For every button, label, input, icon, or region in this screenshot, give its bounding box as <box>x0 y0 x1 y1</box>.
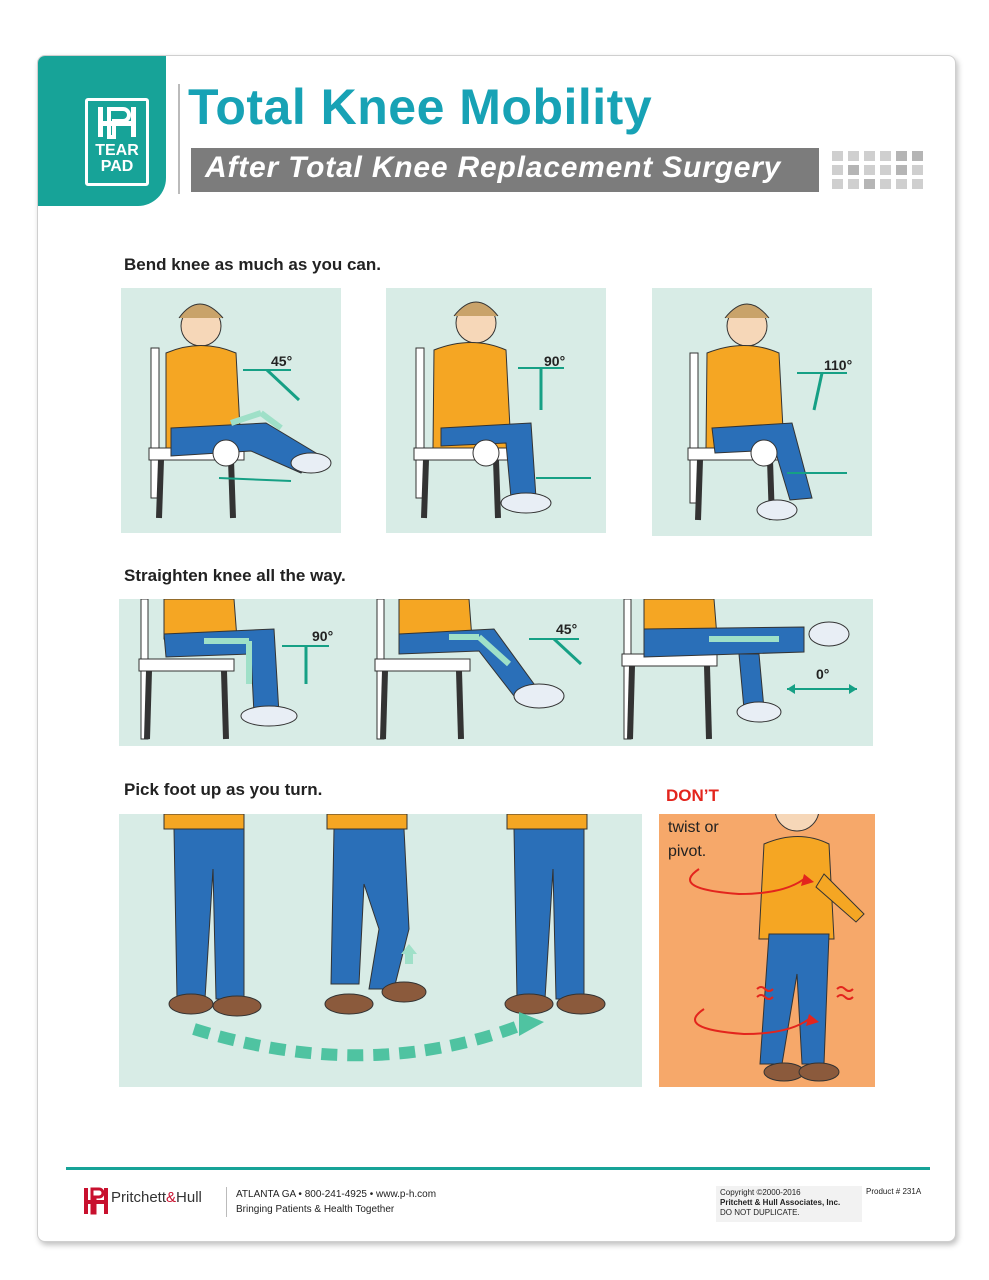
pritchett-hull-logo-icon <box>84 1187 108 1215</box>
page-title: Total Knee Mobility <box>188 79 653 135</box>
twisting-figure-illustration <box>689 814 865 1082</box>
pixel-square <box>912 151 923 161</box>
angle-label: 90° <box>544 353 565 369</box>
notice-line: DO NOT DUPLICATE. <box>720 1208 800 1217</box>
angle-label: 90° <box>312 628 333 644</box>
footer-tagline: Bringing Patients & Health Together <box>236 1204 395 1215</box>
seated-figure-illustration: 45° <box>148 303 332 519</box>
dont-text: twist or pivot. <box>668 819 719 860</box>
dont-label: DON’T <box>666 786 719 805</box>
subtitle-bar: After Total Knee Replacement Surgery <box>191 148 819 192</box>
seated-figure-illustration: 110° <box>687 303 852 521</box>
seated-figure-illustration: 90° <box>413 301 591 519</box>
angle-label: 45° <box>271 353 292 369</box>
footer-copyright-box: Copyright ©2000-2016 Pritchett & Hull As… <box>716 1186 862 1222</box>
footer-divider <box>66 1167 930 1170</box>
pixel-square <box>848 179 859 189</box>
turn-panel <box>119 814 642 1087</box>
pixel-square <box>896 151 907 161</box>
product-number: Product # 231A <box>866 1187 922 1196</box>
section-heading-pick-foot: Pick foot up as you turn. <box>124 780 323 799</box>
brand-name-b: Hull <box>176 1189 202 1206</box>
angle-label: 45° <box>556 621 577 637</box>
angle-label: 110° <box>824 357 852 373</box>
copyright-line: Copyright ©2000-2016 <box>720 1188 801 1197</box>
header-tab: TEAR PAD <box>38 56 166 206</box>
pixel-square <box>880 179 891 189</box>
pixel-square <box>864 165 875 175</box>
brand-name-a: Pritchett <box>111 1189 167 1206</box>
logo-word-pad: PAD <box>100 158 134 175</box>
instruction-sheet: TEAR PAD Total Knee Mobility After Total… <box>37 55 956 1242</box>
pixel-square <box>832 179 843 189</box>
turning-feet-illustration <box>163 814 606 1062</box>
pixel-square <box>896 179 907 189</box>
pixel-square <box>912 165 923 175</box>
pixel-square <box>912 179 923 189</box>
footer-brand: Pritchett&Hull <box>111 1189 202 1206</box>
tear-pad-logo: TEAR PAD <box>85 98 149 186</box>
decorative-pixel-grid <box>832 151 932 195</box>
angle-label: 0° <box>816 666 829 682</box>
bend-panel-2: 90° <box>386 288 606 533</box>
footer-contact: ATLANTA GA • 800-241-4925 • www.p-h.com … <box>236 1187 436 1217</box>
pixel-square <box>896 165 907 175</box>
straighten-panel: 90° 45° <box>119 599 873 746</box>
pixel-square <box>880 165 891 175</box>
pixel-square <box>832 151 843 161</box>
pixel-square <box>848 151 859 161</box>
pixel-square <box>832 165 843 175</box>
company-line: Pritchett & Hull Associates, Inc. <box>720 1198 841 1207</box>
section-heading-straighten: Straighten knee all the way. <box>124 566 346 585</box>
brand-ampersand: & <box>166 1189 177 1206</box>
header-divider <box>178 84 180 194</box>
section-heading-bend: Bend knee as much as you can. <box>124 255 381 274</box>
footer-contact-line: ATLANTA GA • 800-241-4925 • www.p-h.com <box>236 1189 437 1200</box>
ph-logo-icon <box>98 107 136 139</box>
bend-panel-1: 45° <box>121 288 341 533</box>
dont-panel <box>659 814 875 1087</box>
pixel-square <box>848 165 859 175</box>
page-subtitle: After Total Knee Replacement Surgery <box>205 151 782 184</box>
straighten-illustration: 90° 45° <box>138 599 857 740</box>
footer-vertical-divider <box>226 1187 227 1217</box>
logo-word-tear: TEAR <box>95 142 139 159</box>
pixel-square <box>864 151 875 161</box>
pixel-square <box>864 179 875 189</box>
bend-panel-3: 110° <box>652 288 872 536</box>
pixel-square <box>880 151 891 161</box>
